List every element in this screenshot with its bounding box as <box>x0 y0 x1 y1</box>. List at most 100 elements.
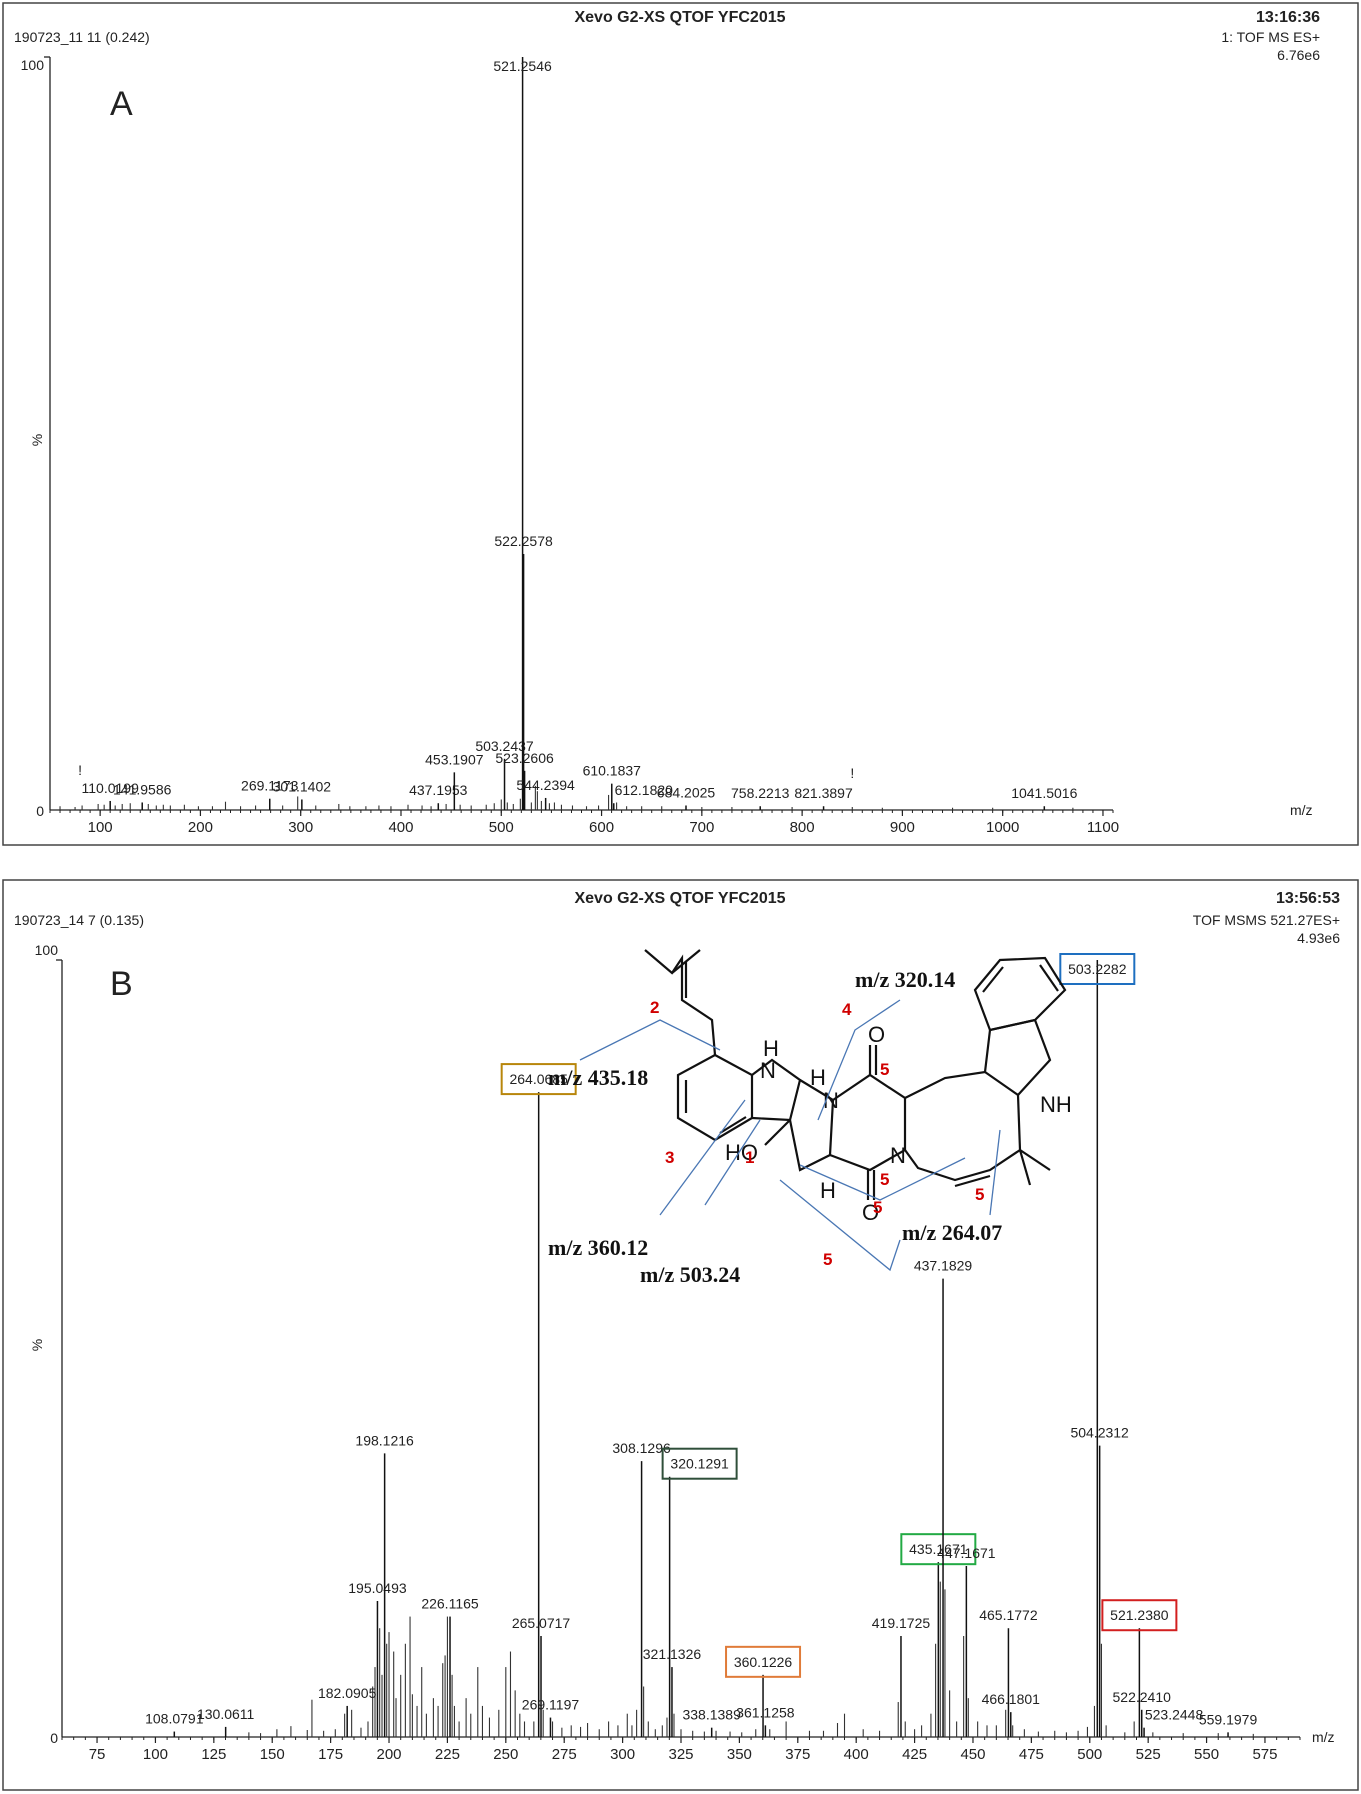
diketopiperazine-ring <box>829 1073 907 1172</box>
peak-label-box <box>1101 1599 1178 1632</box>
peak-label: 182.0905 <box>318 1685 377 1701</box>
peak-label: 435.1671 <box>909 1541 968 1557</box>
peak-label: 503.2282 <box>1068 961 1127 977</box>
atom-o: O <box>862 1200 879 1225</box>
peak-label: 504.2312 <box>1070 1425 1129 1441</box>
cleavage-arrow-5b <box>779 1179 901 1272</box>
indoline-benzene-ring <box>676 1053 754 1142</box>
peak-label: 338.1389 <box>682 1707 741 1723</box>
cleavage-number: 5 <box>880 1060 889 1079</box>
peak-label: 453.1907 <box>425 751 484 767</box>
x-tick-label: 100 <box>143 1746 168 1763</box>
panel-b-label: B <box>110 965 133 1003</box>
panel-b-yzero: 0 <box>50 1730 58 1746</box>
x-tick-label: 350 <box>727 1746 752 1763</box>
atom-h: H <box>810 1065 826 1090</box>
x-tick-label: 225 <box>435 1746 460 1763</box>
peak-label: 321.1326 <box>643 1646 702 1662</box>
peak-label: 447.1671 <box>937 1545 996 1561</box>
x-tick-label: 550 <box>1194 1746 1219 1763</box>
peak-label: 1041.5016 <box>1011 785 1077 801</box>
peak-label: 269.1197 <box>522 1697 580 1713</box>
peak-label: 320.1291 <box>670 1456 729 1472</box>
peak-label: 523.2448 <box>1145 1707 1204 1723</box>
cleavage-number: 4 <box>842 1000 852 1019</box>
x-tick-label: 150 <box>260 1746 285 1763</box>
fragment-labels: m/z 320.14 m/z 435.18 m/z 360.12 m/z 503… <box>548 967 1002 1287</box>
peak-label: 130.0611 <box>197 1706 255 1722</box>
x-tick-label: 900 <box>890 819 915 836</box>
panel-a-xlabel: m/z <box>1290 802 1313 818</box>
x-tick-label: 400 <box>844 1746 869 1763</box>
fragmentation-arrows <box>579 999 1001 1272</box>
atom-h: H <box>820 1178 836 1203</box>
cleavage-number: 2 <box>650 998 659 1017</box>
peak-label: 437.1829 <box>914 1258 973 1274</box>
panel-b-xlabel: m/z <box>1312 1729 1335 1745</box>
fragment-label: m/z 503.24 <box>640 1262 740 1287</box>
peak-label: 301.1402 <box>273 778 332 794</box>
x-tick-label: 100 <box>88 819 113 836</box>
peak-label: 612.1820 <box>615 782 674 798</box>
peak-label: 195.0493 <box>348 1580 407 1596</box>
panel-a-sample: 190723_11 11 (0.242) <box>14 29 150 45</box>
gem-dimethyl <box>1018 1149 1032 1186</box>
azocine-ring <box>904 1070 1022 1182</box>
cleavage-arrow-1 <box>659 1099 746 1216</box>
peak-label-box <box>725 1645 802 1678</box>
panel-a-label: A <box>110 85 133 123</box>
cleavage-arrow-2 <box>579 1019 721 1061</box>
cleavage-number: 5 <box>873 1198 882 1217</box>
atom-ho: HO <box>725 1140 758 1165</box>
indole-benzene-ring <box>973 956 1067 1032</box>
panel-b-frame <box>2 879 1359 1791</box>
cleavage-number: 5 <box>975 1185 984 1204</box>
peak-label: 361.1258 <box>736 1704 795 1720</box>
cleavage-arrow-4 <box>817 999 901 1121</box>
panel-b-ytop: 100 <box>35 942 59 958</box>
fragment-label: m/z 360.12 <box>548 1235 648 1260</box>
x-tick-label: 800 <box>790 819 815 836</box>
panel-a-title: Xevo G2-XS QTOF YFC2015 <box>574 9 785 26</box>
hydroxyl-bond <box>764 1119 791 1146</box>
x-tick-label: 500 <box>489 819 514 836</box>
peak-label: 821.3897 <box>794 785 853 801</box>
peak-label-box <box>500 1063 577 1096</box>
atom-h: H <box>763 1036 779 1061</box>
panel-a-ylabel: % <box>29 434 45 446</box>
gem-dimethyl <box>1019 1149 1051 1171</box>
peak-label: 610.1837 <box>583 763 642 779</box>
fragment-label: m/z 264.07 <box>902 1220 1002 1245</box>
cleavage-number: 5 <box>880 1170 889 1189</box>
atom-n: N <box>890 1143 906 1168</box>
atom-nh: NH <box>1040 1092 1072 1117</box>
peak-label: 521.2380 <box>1110 1607 1169 1623</box>
peak-label-box <box>1059 953 1136 985</box>
peak-label-box <box>900 1533 977 1566</box>
peak-label: 226.1165 <box>421 1596 479 1612</box>
x-tick-label: 450 <box>960 1746 985 1763</box>
cleavage-arrow-5 <box>799 1157 966 1201</box>
peak-label: 269.1173 <box>241 778 299 794</box>
chemical-structure <box>644 949 1067 1200</box>
peak-label: 108.0791 <box>145 1711 204 1727</box>
cleavage-number: 5 <box>823 1250 832 1269</box>
panel-a-frame <box>2 2 1359 846</box>
peak-label: 110.0199 <box>82 780 140 796</box>
peak-label: 522.2578 <box>494 533 553 549</box>
panel-b-ylabel: % <box>29 1339 45 1351</box>
peak-label: 466.1801 <box>982 1691 1041 1707</box>
peak-label: 523.2606 <box>495 750 554 766</box>
peak-label: 437.1953 <box>409 782 468 798</box>
x-tick-label: 275 <box>552 1746 577 1763</box>
x-tick-label: 1100 <box>1087 819 1119 836</box>
peak-label: 758.2213 <box>731 785 790 801</box>
cleavage-number: 3 <box>665 1148 674 1167</box>
x-tick-label: 600 <box>589 819 614 836</box>
peak-label: 141.9586 <box>113 781 172 797</box>
fragment-label: m/z 435.18 <box>548 1065 648 1090</box>
atom-o: O <box>868 1022 885 1047</box>
peak-label: 264.0685 <box>509 1071 568 1087</box>
